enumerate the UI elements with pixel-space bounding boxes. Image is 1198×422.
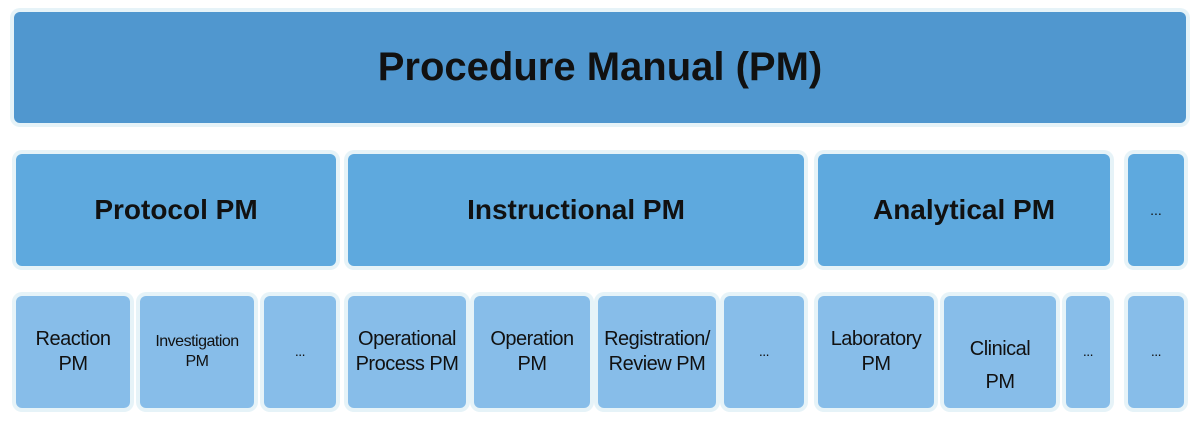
- category-label: Instructional PM: [467, 194, 685, 225]
- leaf-label-line1: ...: [758, 343, 770, 360]
- root-node: Procedure Manual (PM): [14, 12, 1186, 123]
- leaf-label-line2: Review PM: [608, 353, 706, 375]
- root-node-label: Procedure Manual (PM): [377, 45, 823, 89]
- leaf-label-line1: Reaction: [35, 328, 111, 350]
- leaf-label-line2: PM: [861, 353, 891, 375]
- leaf-node-more: ...: [264, 296, 336, 408]
- category-node-analytical: Analytical PM: [818, 154, 1110, 266]
- category-node-protocol: Protocol PM: [16, 154, 336, 266]
- category-label: Analytical PM: [872, 194, 1056, 225]
- leaf-node-more: ...: [1066, 296, 1110, 408]
- leaf-node-clinical: Clinical PM: [944, 296, 1056, 408]
- leaf-label-line2: PM: [517, 353, 548, 375]
- leaf-node-investigation: Investigation PM: [140, 296, 254, 408]
- leaf-node-reaction: Reaction PM: [16, 296, 130, 408]
- leaf-label-line2: PM: [185, 353, 210, 370]
- leaf-node-registration-review: Registration/ Review PM: [598, 296, 716, 408]
- leaf-label-line1: ...: [1082, 343, 1094, 360]
- leaf-label-line1: Investigation: [155, 333, 239, 350]
- leaf-label-line1: Registration/: [604, 328, 710, 350]
- leaf-label-line1: ...: [1150, 343, 1162, 360]
- leaf-label-line2: Process PM: [355, 353, 459, 375]
- category-node-instructional: Instructional PM: [348, 154, 804, 266]
- leaf-node-operation: Operation PM: [474, 296, 590, 408]
- category-label: ...: [1150, 202, 1162, 218]
- leaf-label-line1: Laboratory: [830, 328, 922, 350]
- leaf-label-line1: Clinical: [969, 338, 1031, 360]
- category-label: Protocol PM: [94, 194, 258, 225]
- leaf-label-line1: Operational: [358, 328, 456, 350]
- leaf-label-line1: Operation: [490, 328, 574, 350]
- leaf-node-laboratory: Laboratory PM: [818, 296, 934, 408]
- leaf-label-line2: PM: [58, 353, 88, 375]
- leaf-label-line2: PM: [985, 371, 1016, 393]
- category-node-more: ...: [1128, 154, 1184, 266]
- leaf-node-operational-process: Operational Process PM: [348, 296, 466, 408]
- leaf-node-more: ...: [1128, 296, 1184, 408]
- leaf-label-line1: ...: [294, 343, 306, 360]
- leaf-node-more: ...: [724, 296, 804, 408]
